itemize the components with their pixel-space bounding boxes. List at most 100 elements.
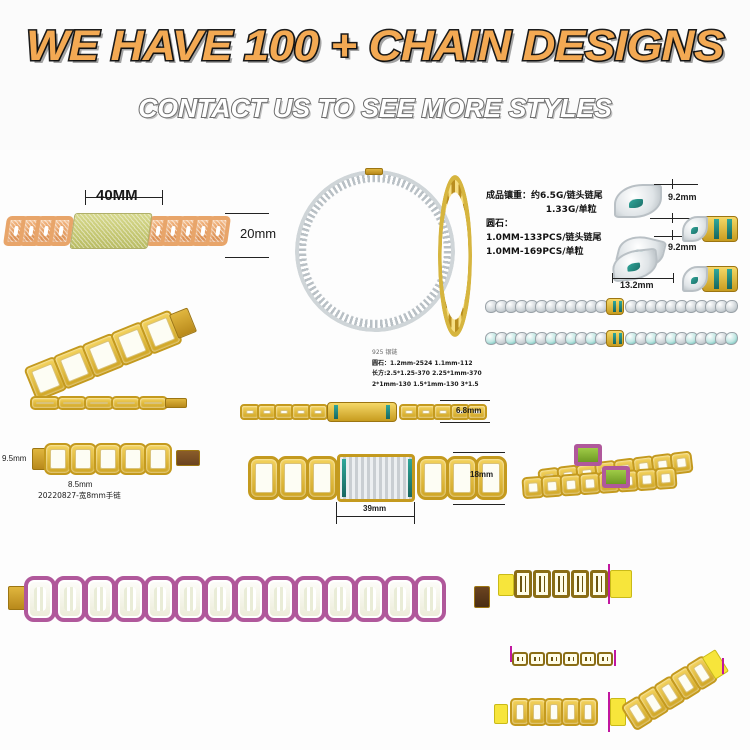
pink-link <box>114 576 146 622</box>
wide-cuban-row <box>248 454 507 502</box>
stone-chart: 925 银链 圆石：1.2mm-2524 1.1mm-112 长方:2.5*1.… <box>372 348 482 390</box>
dim-line-wide-bottom <box>453 504 505 505</box>
flat-link <box>308 404 328 420</box>
profile-clasp <box>165 398 187 408</box>
figure-clasp-assembly-middle <box>492 646 632 678</box>
tennis-necklace-loop <box>295 170 455 332</box>
dim-line-flat-top <box>440 400 490 401</box>
figure-pink-pave-bracelet <box>8 572 490 632</box>
spec-note-line-2: 1.33G/单粒 <box>545 204 597 215</box>
profile-link <box>111 396 141 410</box>
page-title: WE HAVE 100 + CHAIN DESIGNS <box>24 21 726 72</box>
clasp-link <box>514 570 532 598</box>
dim-tick-leaf <box>672 179 673 189</box>
dim-tick-w1 <box>612 273 613 283</box>
chain-link <box>204 216 232 246</box>
pink-link <box>84 576 116 622</box>
figure-gold-pave-bracelet-angled <box>20 307 220 402</box>
barrel-stripe <box>334 405 338 419</box>
flat-chain-center-box <box>327 402 397 422</box>
barrel-stripe <box>386 405 390 419</box>
profile-link <box>138 396 168 410</box>
profile-link <box>30 396 60 410</box>
clasp-link-row <box>514 570 609 598</box>
chain-center-clasp <box>606 298 624 315</box>
pave-link <box>94 443 122 475</box>
dim-tick-leaf <box>672 213 673 223</box>
dim-label-width: 40MM <box>96 187 138 204</box>
dim-label-wide-width: 39mm <box>360 504 390 513</box>
figure-bracelet-profile-strip <box>30 396 187 410</box>
pave-bracelet-caption: 20220827-宽8mm手链 <box>38 491 121 500</box>
chain-bead <box>725 300 738 313</box>
flat-chain-row <box>240 402 487 422</box>
pink-link <box>24 576 56 622</box>
dim-line-wide-w-left <box>336 502 337 524</box>
cuban-chain <box>2 213 232 249</box>
figure-pave-bracelet: 9.5mm 8.5mm 20220827-宽8mm手链 <box>0 432 230 502</box>
dim-label-leaf-top: 9.2mm <box>668 192 697 202</box>
pink-link <box>414 576 446 622</box>
figure-wide-cuban: 18mm 39mm <box>248 448 508 528</box>
clasp-tag-left <box>494 704 508 724</box>
stone-chart-header: 925 银链 <box>372 349 398 356</box>
clasp-strip-link <box>563 652 579 666</box>
clasp-link <box>552 570 570 598</box>
clasp-tag-right <box>610 570 632 598</box>
clasp-link <box>590 570 608 598</box>
leaf-gem-upper <box>614 184 662 218</box>
pink-link <box>324 576 356 622</box>
dim-line-height-bottom <box>225 257 269 258</box>
dim-tick-w2 <box>673 273 674 283</box>
dim-line-leaf-top <box>654 184 698 185</box>
clasp-strip-row <box>512 652 614 666</box>
flat-link <box>291 404 311 420</box>
profile-link <box>84 396 114 410</box>
dim-tick-leaf2 <box>672 230 673 240</box>
banner: WE HAVE 100 + CHAIN DESIGNS CONTACT US T… <box>0 0 750 150</box>
figure-flat-chain: 6.8mm <box>240 396 500 436</box>
barrel-stripe <box>613 301 616 312</box>
silver-chain-strand-lower <box>485 330 738 347</box>
pink-link <box>354 576 386 622</box>
pink-bracelet-clasp-right <box>474 586 490 608</box>
stone-chart-row-3: 2*1mm-130 1.5*1mm-130 3*1.5 <box>372 380 479 388</box>
pave-link <box>44 443 72 475</box>
clasp-strip-link <box>512 652 528 666</box>
barrel-stripe <box>619 301 622 312</box>
clasp-strip-link <box>529 652 545 666</box>
barrel-stripe <box>619 333 622 344</box>
leaf-gem-core <box>690 227 698 234</box>
clasp-link <box>533 570 551 598</box>
pave-end-tab-right <box>176 450 200 466</box>
pave-link <box>144 443 172 475</box>
dim-line-wide-top <box>453 452 505 453</box>
wide-link <box>248 456 280 500</box>
gold-pave-row <box>23 303 199 402</box>
barrel-stripe <box>408 459 412 497</box>
dim-line-wide-w-right <box>414 502 415 524</box>
dim-label-pave-left: 9.5mm <box>2 454 27 463</box>
dim-line-width <box>85 197 163 198</box>
leaf-gem-core <box>629 198 644 208</box>
clasp-pave-link <box>544 698 564 726</box>
pave-link <box>69 443 97 475</box>
gold-hoop-loop <box>438 175 472 337</box>
stone-chart-row-2: 长方:2.5*1.25-370 2.25*1mm-370 <box>372 370 482 377</box>
clasp-pave-row <box>510 698 598 726</box>
pink-link <box>144 576 176 622</box>
dim-line-wide-w <box>336 516 414 517</box>
figure-tennis-necklace <box>295 168 455 345</box>
dim-arrow-vertical <box>614 650 616 666</box>
clasp-pave-link <box>578 698 598 726</box>
green-gem-upper <box>574 444 602 466</box>
clasp-tag-left <box>498 574 514 596</box>
id-plaque <box>69 213 153 249</box>
barrel-clasp-lower <box>702 266 738 292</box>
spec-note: 成品镶重：约6.5G/链头链尾 1.33G/单粒 圆石： 1.0MM-133PC… <box>486 190 603 260</box>
clasp-link <box>571 570 589 598</box>
clasp-strip-link <box>597 652 613 666</box>
barrel-stripe <box>714 219 719 239</box>
figure-clasp-assembly-bottom <box>490 690 630 740</box>
